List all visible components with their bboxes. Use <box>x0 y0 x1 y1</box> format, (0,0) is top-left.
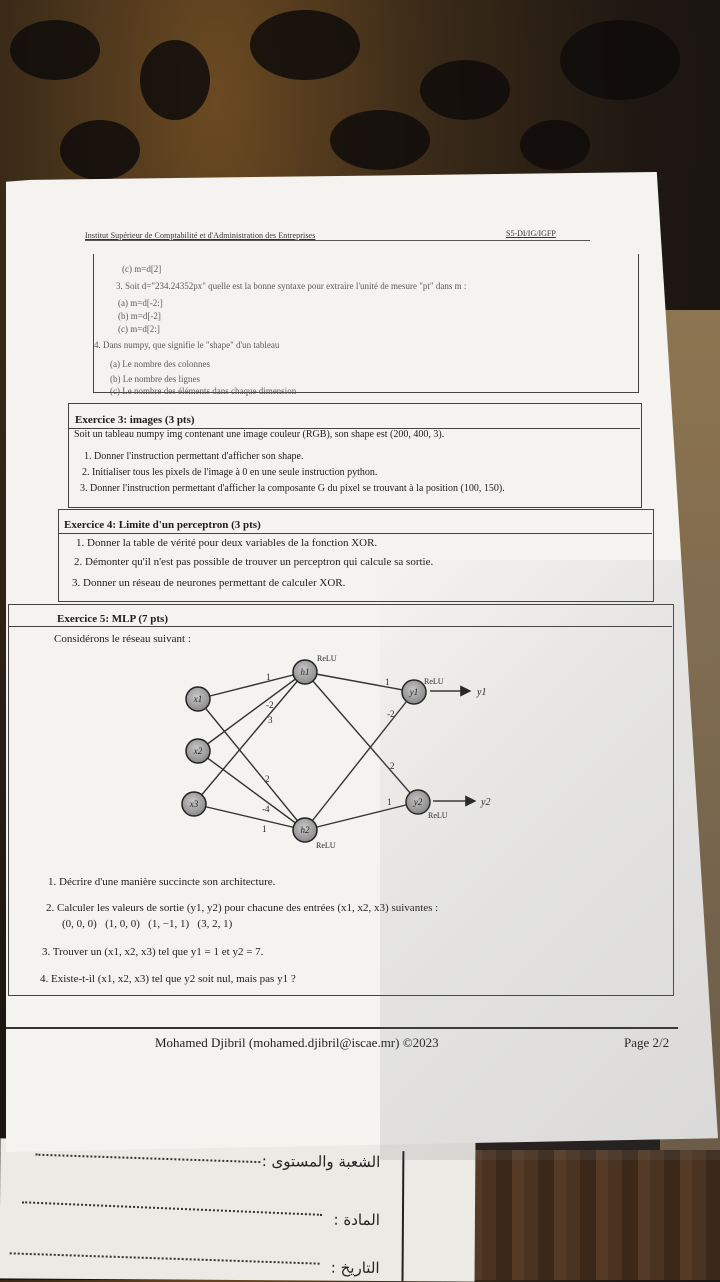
institution-header: Institut Supérieur de Comptabilité et d'… <box>85 231 316 240</box>
edge-x3-h1 <box>193 671 306 805</box>
edge-h2-y1 <box>304 691 415 831</box>
relu-label-h2: ReLU <box>316 841 336 850</box>
option-a: (a) m=d[-2:] <box>118 298 163 308</box>
edge-x2-h2 <box>197 750 306 831</box>
edge-h2-y2 <box>304 801 419 831</box>
option-b: (b) Le nombre des lignes <box>110 374 200 384</box>
edge-x3-h2 <box>193 803 306 831</box>
exercise-4-item: 1. Donner la table de vérité pour deux v… <box>76 537 378 549</box>
exercise-3-title: Exercice 3: images (3 pts) <box>75 414 195 426</box>
exercise-3-item: 1. Donner l'instruction permettant d'aff… <box>84 451 304 462</box>
node-h2 <box>292 817 318 843</box>
exercise-5-item: 3. Trouver un (x1, x2, x3) tel que y1 = … <box>42 946 264 958</box>
exercise-3-item: 2. Initialiser tous les pixels de l'imag… <box>82 467 378 478</box>
node-y2 <box>405 789 431 815</box>
question-3: 3. Soit d="234.24352px" quelle est la bo… <box>116 281 467 291</box>
exercise-3-item: 3. Donner l'instruction permettant d'aff… <box>80 483 505 494</box>
node-y1 <box>401 679 427 705</box>
node-h1 <box>292 659 318 685</box>
class-code: S5-DI/IG/IGFP <box>506 229 556 238</box>
exercise-3-title-bar <box>68 403 640 429</box>
exercise-4-item: 2. Démonter qu'il n'est pas possible de … <box>74 556 434 568</box>
edge-h1-y1 <box>304 671 415 693</box>
weight-x1-h1: 1 <box>266 672 271 682</box>
exercise-4-box <box>58 509 654 602</box>
option-text: (c) m=d[2] <box>122 264 162 274</box>
footer-rule <box>6 1027 678 1029</box>
weight-h2-y1: -2 <box>387 709 395 719</box>
exercise-5-item: 2. Calculer les valeurs de sortie (y1, y… <box>46 902 439 914</box>
input-vectors: (0, 0, 0) (1, 0, 0) (1, −1, 1) (3, 2, 1) <box>62 918 233 930</box>
edge-h1-y2 <box>304 671 419 803</box>
node-x3 <box>181 791 207 817</box>
exercise-4-title-bar <box>58 509 652 534</box>
exercise-4-title: Exercice 4: Limite d'un perceptron (3 pt… <box>64 519 261 531</box>
edges <box>193 671 477 831</box>
exercise-3-intro: Soit un tableau numpy img contenant une … <box>74 429 445 440</box>
edge-x1-h1 <box>197 671 306 700</box>
page-number: Page 2/2 <box>624 1035 670 1050</box>
weight-x1-h2: 2 <box>265 774 270 784</box>
exercise-5-intro: Considérons le réseau suivant : <box>54 633 191 645</box>
relu-label-y1: ReLU <box>424 677 444 686</box>
option-b: (b) m=d[-2] <box>118 311 161 321</box>
option-c: (c) m=d[2:] <box>118 324 160 334</box>
option-a: (a) Le nombre des colonnes <box>110 359 210 369</box>
weight-x3-h1: 3 <box>268 715 273 725</box>
option-c: (c) Le nombre des éléments dans chaque d… <box>110 386 297 396</box>
relu-label-h1: ReLU <box>317 654 337 663</box>
exercise-4-item: 3. Donner un réseau de neurones permetta… <box>72 577 346 589</box>
edge-x1-h2 <box>197 698 306 831</box>
node-label-x3: x3 <box>189 799 199 809</box>
exercise-5-title: Exercice 5: MLP (7 pts) <box>57 613 168 625</box>
exam-page <box>6 172 718 1152</box>
node-label-x2: x2 <box>193 746 203 756</box>
weight-x2-h2: -4 <box>262 804 270 814</box>
leopard-fabric-background <box>0 0 720 260</box>
node-label-h2: h2 <box>301 825 311 835</box>
node-x2 <box>185 738 211 764</box>
exercise-5-item: 4. Existe-t-il (x1, x2, x3) tel que y2 s… <box>40 973 296 985</box>
node-label-x1: x1 <box>193 694 203 704</box>
output-label-y2: y2 <box>480 797 490 808</box>
node-label-h1: h1 <box>301 667 310 677</box>
exercise-5-title-bar <box>8 604 672 627</box>
weight-h2-y2: 1 <box>387 797 392 807</box>
edge-x2-h1 <box>197 671 306 752</box>
header-rule <box>85 240 590 241</box>
weight-x2-h1: -2 <box>266 700 274 710</box>
exercise-3-box <box>68 403 642 508</box>
node-x1 <box>185 686 211 712</box>
output-label-y1: y1 <box>476 687 486 698</box>
exercise-5-box <box>8 604 674 996</box>
weight-h1-y1: 1 <box>385 677 390 687</box>
weight-h1-y2: 2 <box>390 761 395 771</box>
relu-label-y2: ReLU <box>428 811 448 820</box>
weight-x3-h2: 1 <box>262 824 267 834</box>
node-label-y2: y2 <box>413 797 423 807</box>
exercise-5-item: 1. Décrire d'une manière succincte son a… <box>48 876 276 888</box>
question-4: 4. Dans numpy, que signifie le "shape" d… <box>94 340 280 350</box>
node-label-y1: y1 <box>409 687 419 697</box>
exercise-2-continuation <box>93 254 639 393</box>
table-surface-bottom <box>440 1150 720 1280</box>
footer-author: Mohamed Djibril (mohamed.djibril@iscae.m… <box>155 1035 439 1050</box>
